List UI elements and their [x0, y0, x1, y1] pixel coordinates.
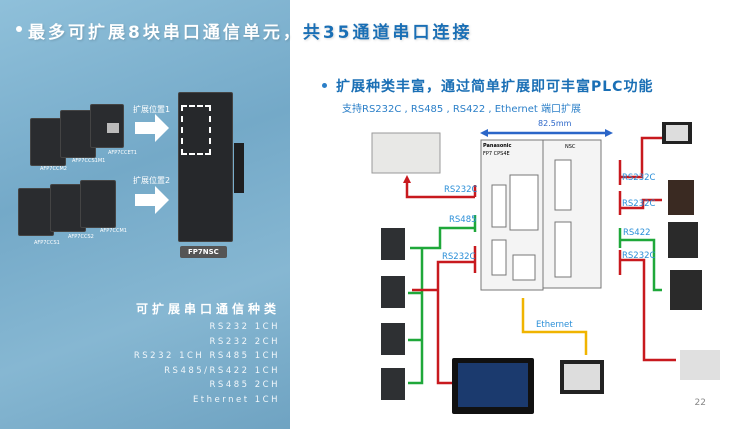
page-title: 最多可扩展8块串口通信单元，共35通道串口连接: [28, 18, 473, 43]
type-item: RS485/RS422 1CH: [164, 365, 280, 376]
nsc-label: NSC: [565, 144, 576, 150]
port-label-rs485: RS485: [449, 215, 477, 225]
port-label-rs232c: RS232C: [442, 252, 476, 262]
port-label-rs422: RS422: [623, 228, 651, 238]
section-subheading: 支持RS232C , RS485 , RS422 , Ethernet 端口扩展: [342, 104, 581, 115]
plc-model: FP7 CPS4E: [483, 151, 510, 157]
module-image: [90, 104, 124, 148]
module-label: AFP7CCM2: [40, 166, 67, 172]
module-label: AFP7CCET1: [108, 150, 137, 156]
dimension-label: 82.5mm: [538, 119, 572, 128]
type-item: RS485 2CH: [209, 380, 280, 390]
module-label: AFP7CCS1M1: [72, 158, 106, 164]
bullet-icon: [322, 83, 327, 88]
type-item: RS232 2CH: [209, 336, 280, 347]
section-heading: 扩展种类丰富，通过简单扩展即可丰富PLC功能: [336, 79, 654, 95]
bullet-icon: [16, 26, 22, 32]
type-item: RS232 1CH: [209, 322, 280, 332]
ethernet-label: Ethernet: [536, 320, 573, 330]
arrow-right-icon: [135, 114, 169, 214]
type-item: RS232 1CH RS485 1CH: [133, 351, 280, 361]
module-label: AFP7CCS1: [34, 240, 60, 246]
port-label-rs232c: RS232C: [622, 173, 656, 183]
page-number: 22: [694, 398, 706, 408]
module-image: [80, 180, 116, 228]
unit-label: FP7NSC: [180, 246, 227, 258]
types-title: 可扩展串口通信种类: [135, 302, 280, 316]
fp7nsc-unit-image: [178, 92, 244, 242]
module-label: AFP7CCM1: [100, 228, 127, 234]
port-label-rs232c: RS232C: [444, 185, 478, 195]
port-label-rs232c: RS232C: [622, 199, 656, 209]
expand-position-2-label: 扩展位置2: [133, 176, 171, 185]
types-list: RS232 1CH RS232 2CH RS232 1CH RS485 1CH …: [134, 320, 280, 407]
port-label-rs232c: RS232C: [622, 251, 656, 261]
plc-brand: Panasonic: [483, 143, 512, 149]
type-item: Ethernet 1CH: [192, 394, 280, 405]
module-label: AFP7CCS2: [68, 234, 94, 240]
expand-position-1-label: 扩展位置1: [133, 105, 171, 114]
